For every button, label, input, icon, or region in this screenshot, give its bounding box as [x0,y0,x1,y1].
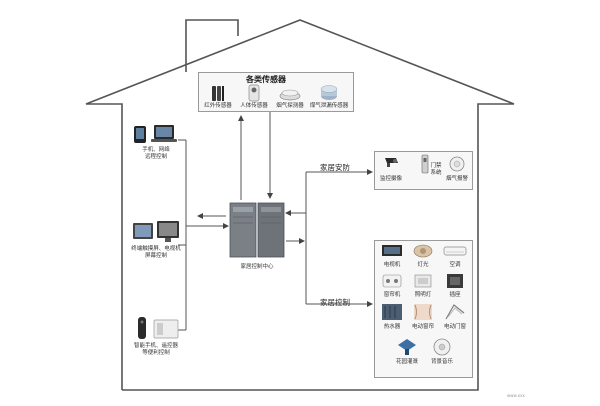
home-control-label-ceiling-light: 照明灯 [414,292,432,298]
home-control-label-garden-irrigation: 花园灌溉 [395,359,418,365]
left-device-label-remote: 手机、网络 远程控制 [142,147,170,160]
tv-icon [382,245,402,256]
home-control-label-curtain-motor: 窗帘机 [383,292,401,298]
home-control-label-socket: 插座 [449,292,461,298]
watermark: www.xxx [507,393,525,398]
security-title: 家居安防 [320,163,350,172]
center-label: 家居控制中心 [240,264,274,270]
security-camera-icon [385,158,398,167]
phone-laptop-icon [134,125,177,143]
sensor-label-smoke-detector: 烟气探测器 [276,103,304,109]
sensor-label-infrared: 红外传感器 [204,103,232,109]
air-conditioner-icon [443,246,467,256]
infrared-sensor-icon [212,86,224,101]
garden-irrigation-icon [398,339,416,355]
smoke-alarm-icon [449,156,465,172]
human-body-sensor-icon [248,84,260,102]
sensors-title: 各类传感器 [246,75,286,84]
security-label-smoke-alarm: 烟气报警 [445,176,468,182]
left-device-label-smartphone-remote: 智能手机、遥控器 等便利控制 [133,343,178,356]
lamp-icon [413,244,433,258]
door-access-icon [421,154,429,174]
touchscreen-tv-icon [133,221,179,242]
home-control-label-electric-curtain: 电动窗帘 [411,324,434,330]
remote-control-icon [138,317,179,339]
curtain-motor-icon [382,274,402,288]
home-control-label-tv: 电视机 [383,262,401,268]
electric-window-icon [445,304,465,320]
socket-icon [447,274,463,288]
security-label-door-access: 门禁系统 [430,163,442,176]
water-heater-icon [382,304,402,320]
security-label-camera: 监控摄像 [379,176,402,182]
sensor-label-gas-leak: 煤气泄漏传感器 [309,103,349,109]
home-control-label-electric-window: 电动门窗 [443,324,466,330]
gas-leak-sensor-icon [320,85,338,100]
control-center-server-icon [229,202,285,258]
background-music-icon [433,338,451,356]
home-control-label-water-heater: 热水器 [383,324,401,330]
home-control-label-lamp: 灯光 [417,262,429,268]
smoke-detector-icon [279,89,301,101]
sensor-label-human-body: 人体传感器 [240,103,268,109]
home-control-title: 家居控制 [320,298,350,307]
ceiling-light-icon [414,274,432,288]
left-device-label-touchscreen: 终端触摸屏、电视机 屏幕控制 [131,246,181,259]
electric-curtain-icon [414,304,432,320]
home-control-label-background-music: 背景音乐 [430,359,453,365]
home-control-label-air-conditioner: 空调 [449,262,461,268]
